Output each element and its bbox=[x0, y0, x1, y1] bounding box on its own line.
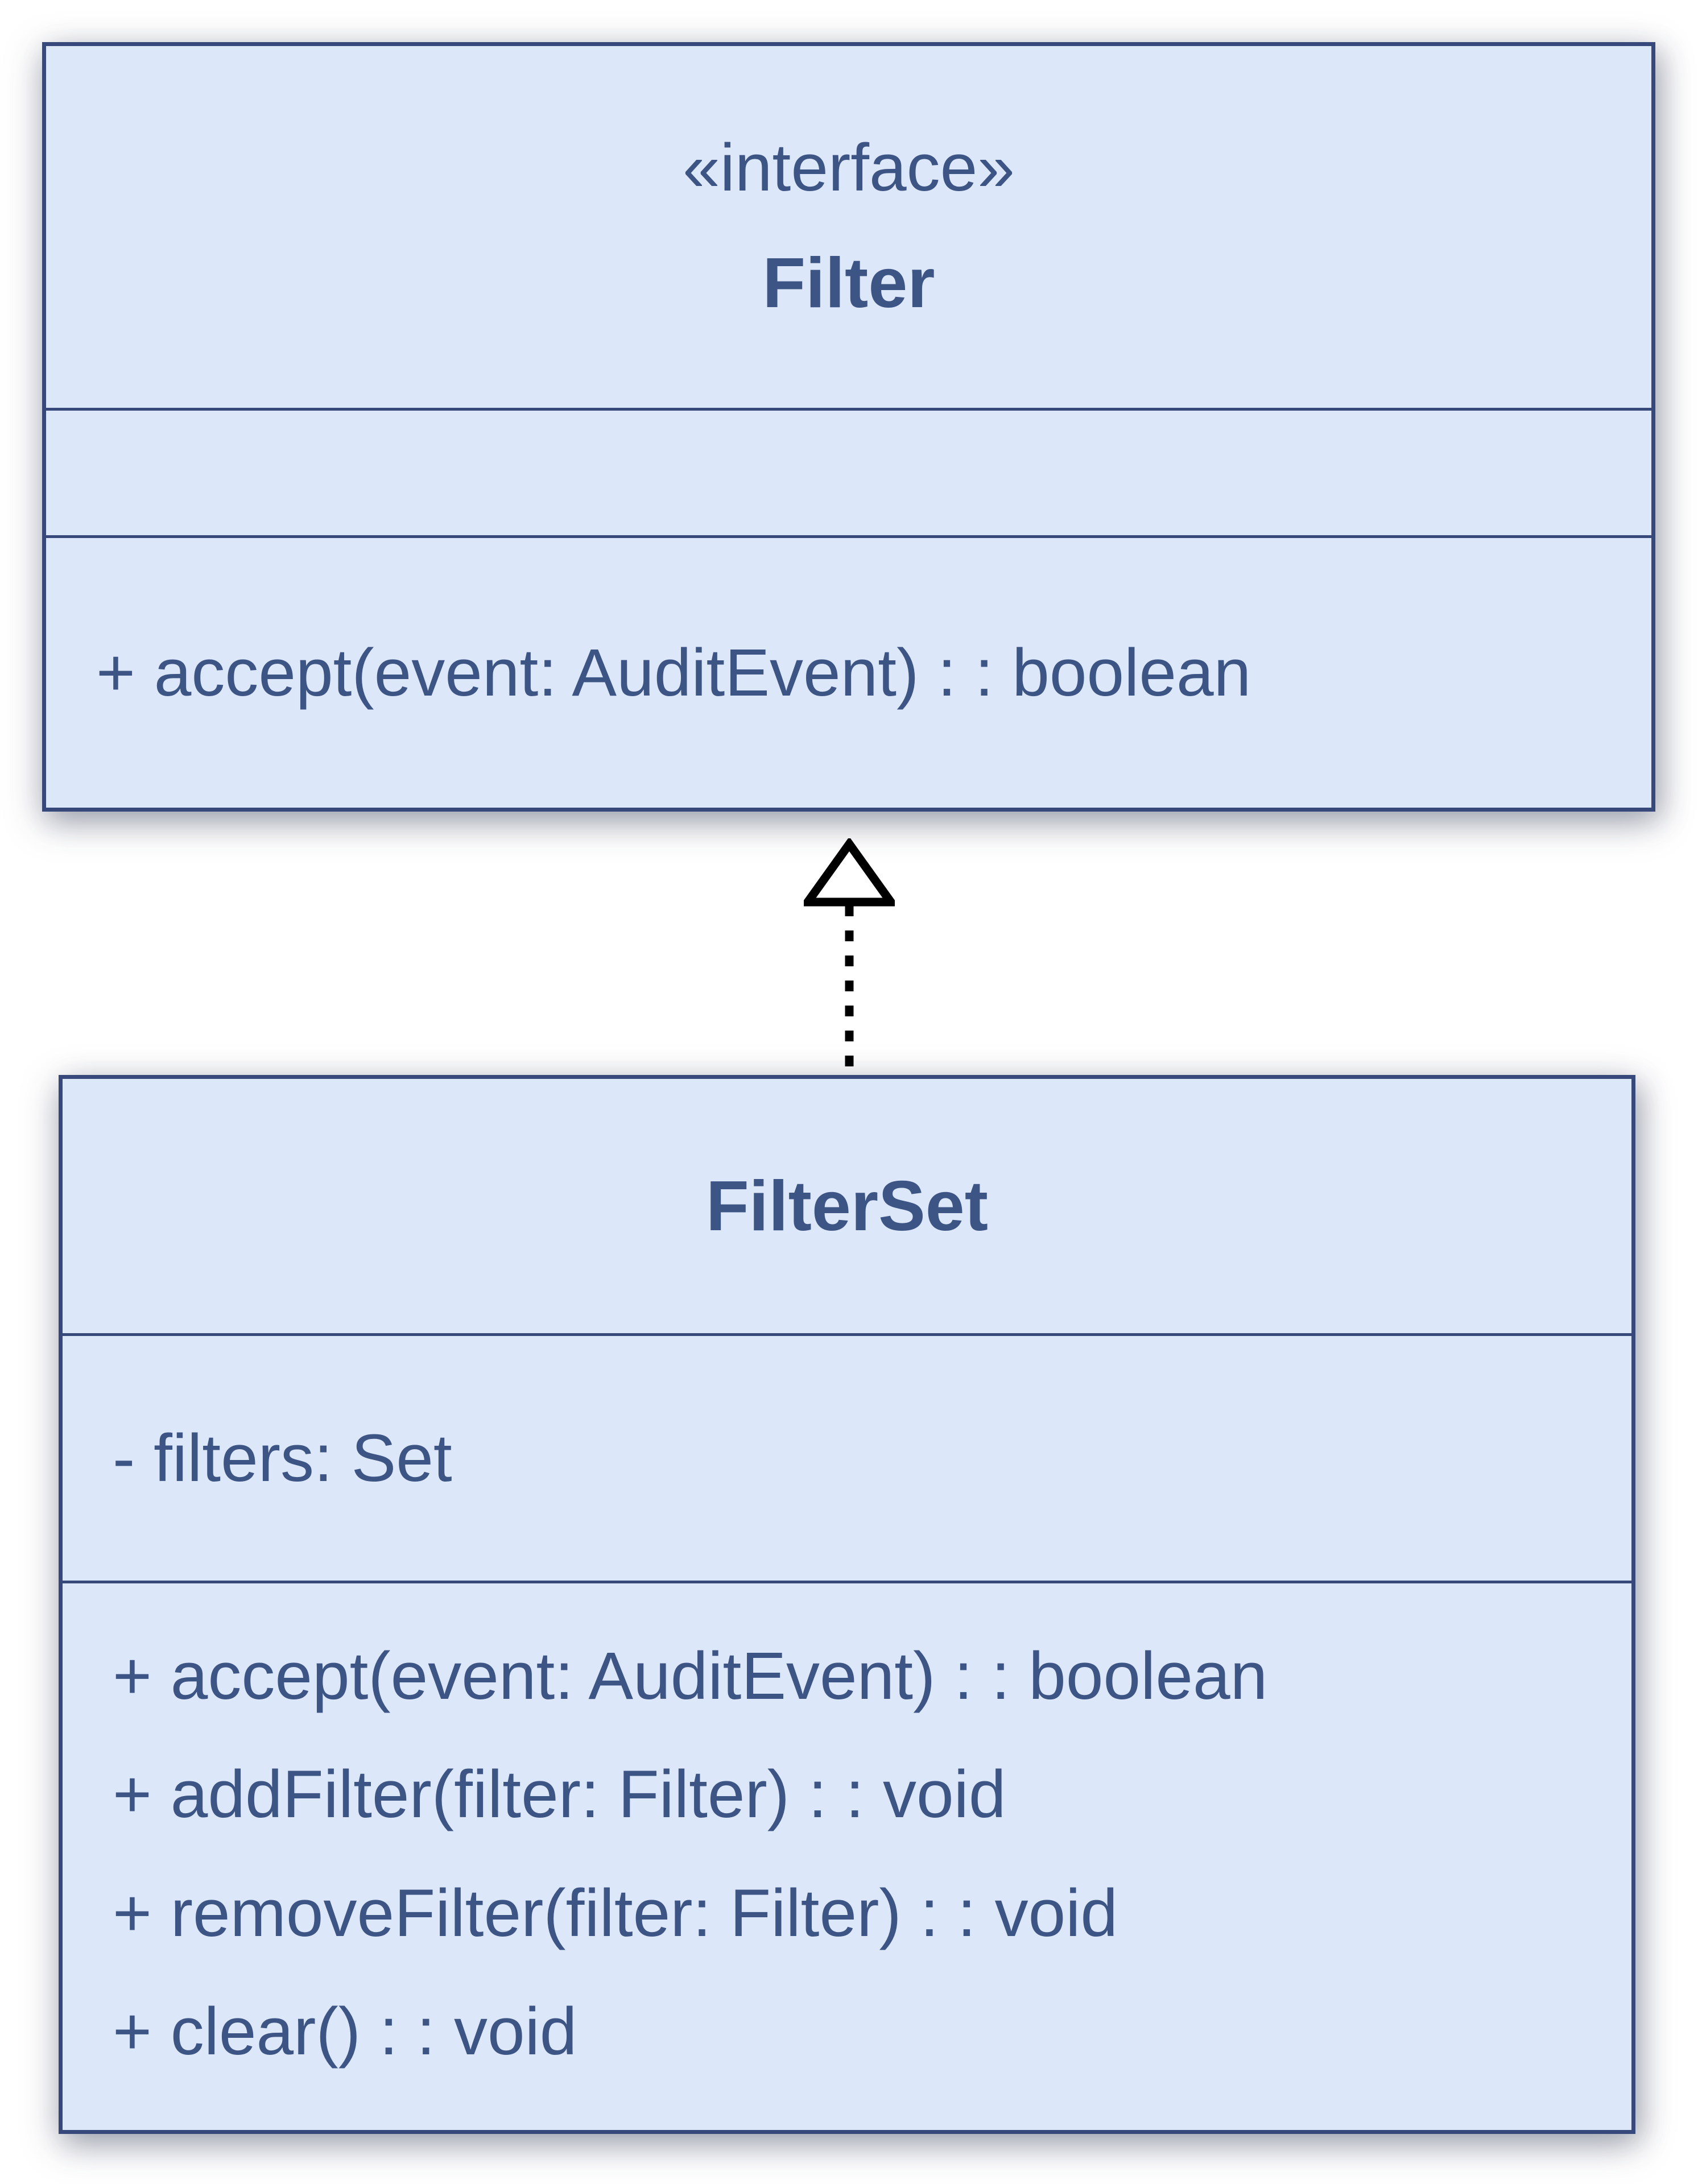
hollow-triangle-arrowhead-icon bbox=[804, 838, 895, 907]
filter-attributes-section-empty bbox=[46, 408, 1651, 535]
method-item: + clear() : : void bbox=[113, 1993, 577, 2069]
method-item: + accept(event: AuditEvent) : : boolean bbox=[113, 1639, 1268, 1714]
filterset-attributes-section: - filters: Set bbox=[63, 1333, 1631, 1581]
realization-arrow bbox=[804, 838, 895, 1073]
method-item: + removeFilter(filter: Filter) : : void bbox=[113, 1875, 1118, 1951]
filterset-class-name: FilterSet bbox=[705, 1167, 989, 1246]
method-item: + addFilter(filter: Filter) : : void bbox=[113, 1757, 1006, 1833]
filter-methods-section: + accept(event: AuditEvent) : : boolean bbox=[46, 535, 1651, 808]
method-item: + accept(event: AuditEvent) : : boolean bbox=[96, 635, 1251, 710]
filter-class-name: Filter bbox=[762, 244, 935, 322]
attribute-item: - filters: Set bbox=[113, 1421, 452, 1496]
interface-stereotype-label: «interface» bbox=[683, 130, 1015, 205]
filterset-methods-section: + accept(event: AuditEvent) : : boolean … bbox=[63, 1581, 1631, 2130]
uml-class-filterset: FilterSet - filters: Set + accept(event:… bbox=[59, 1075, 1635, 2134]
filterset-title-section: FilterSet bbox=[63, 1079, 1631, 1333]
filter-title-section: «interface» Filter bbox=[46, 46, 1651, 408]
uml-class-filter: «interface» Filter + accept(event: Audit… bbox=[42, 42, 1655, 812]
